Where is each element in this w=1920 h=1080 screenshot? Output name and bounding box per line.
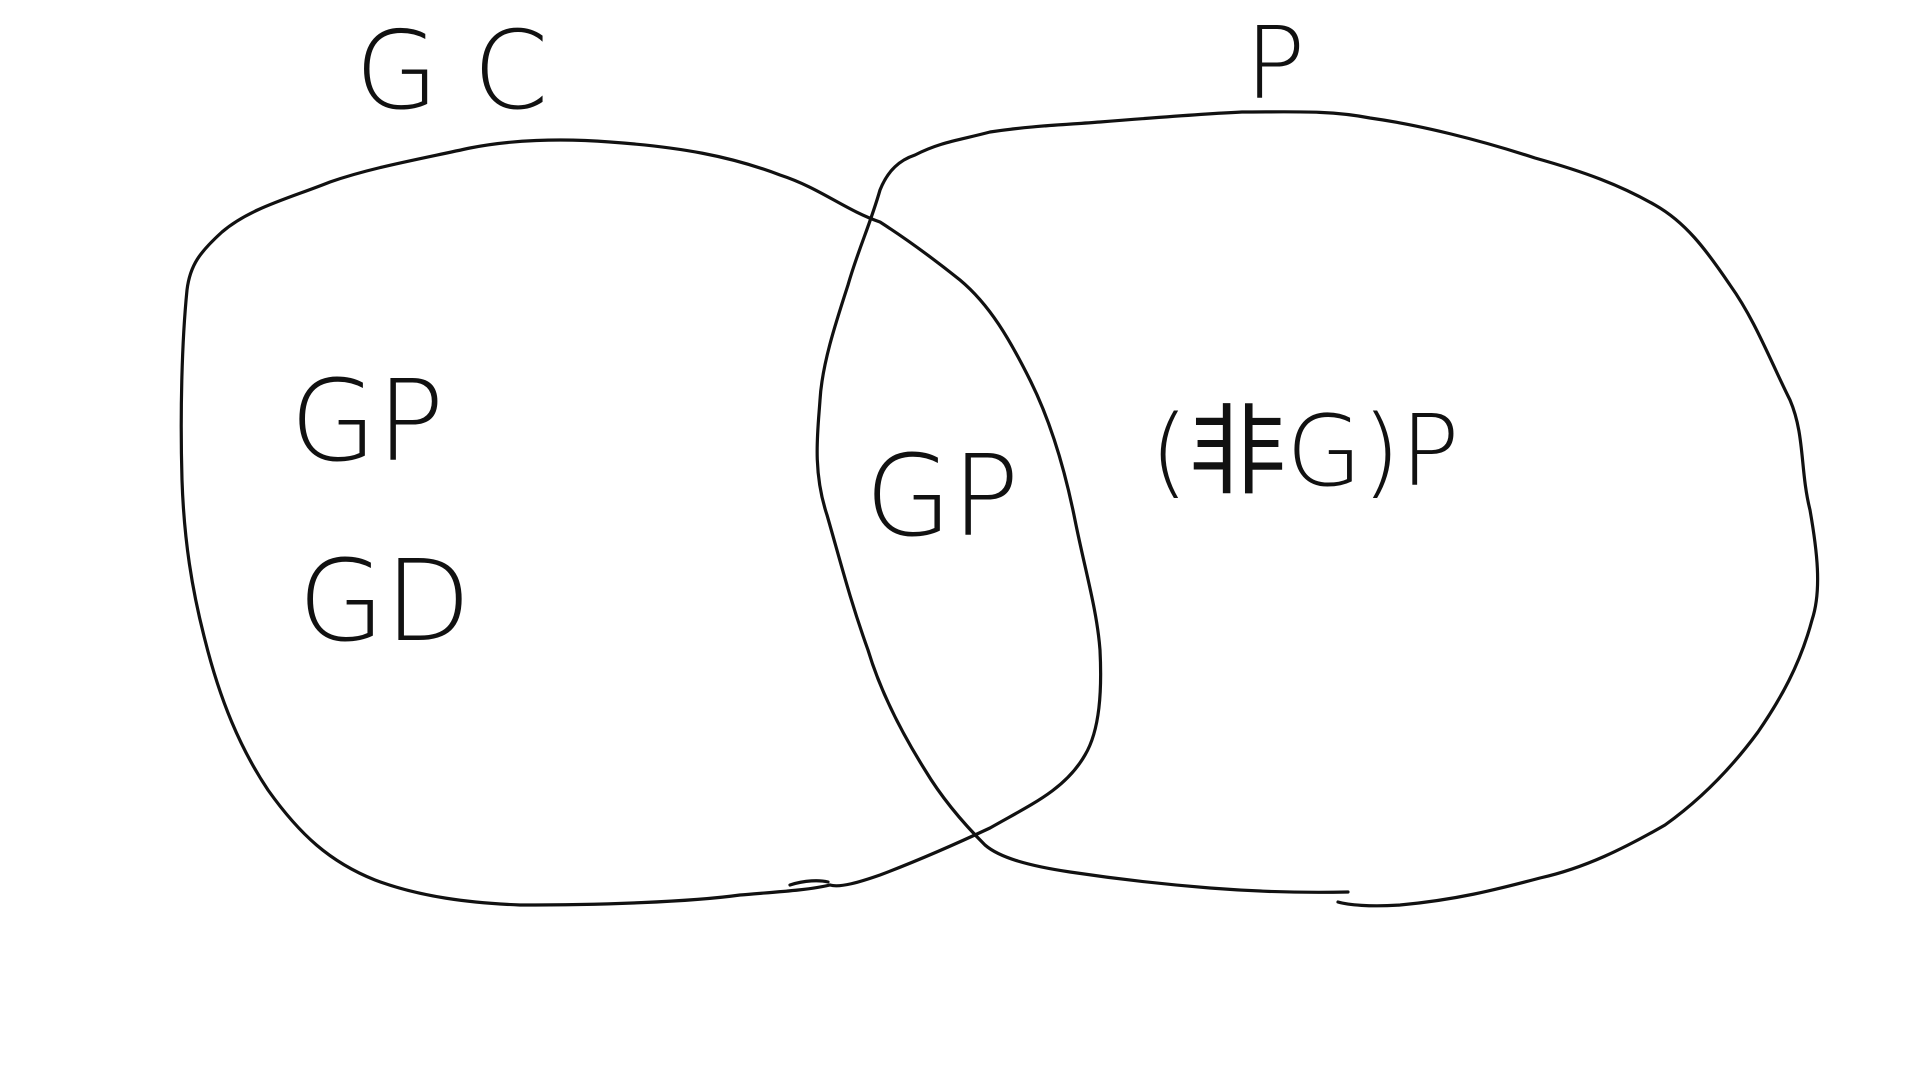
intersection-item-gp: GP <box>865 432 1019 562</box>
right-item-non-g-p: (非G)P <box>1150 395 1460 509</box>
left-item-gd: GD <box>298 537 471 667</box>
left-set-outline <box>179 138 1103 907</box>
left-set-outline-tail <box>788 879 830 887</box>
right-set-outline <box>815 110 1820 908</box>
right-set-title: P <box>1245 5 1305 122</box>
left-item-gp: GP <box>290 357 444 487</box>
left-set-title: G C <box>355 9 548 134</box>
